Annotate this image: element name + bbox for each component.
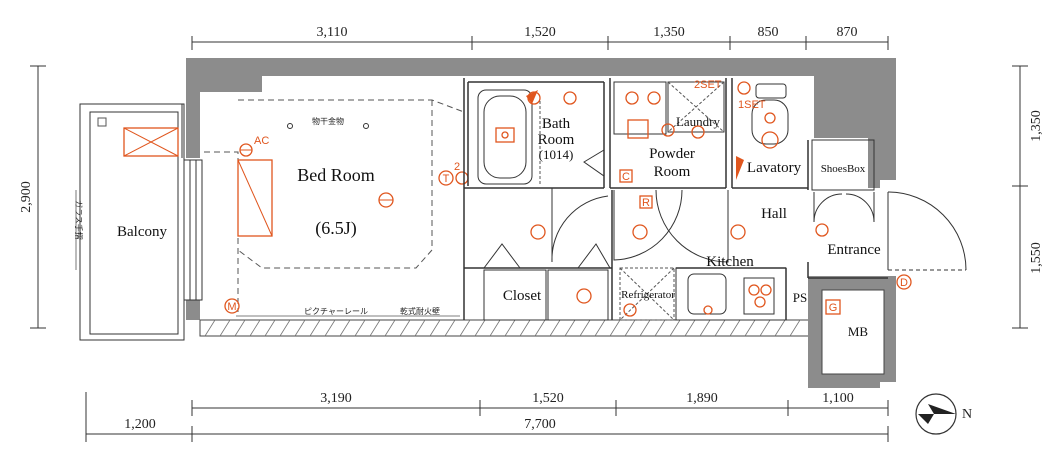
fire-hatch-label: 乾式耐火壁 [400,306,440,316]
ps-mb-area: PS MB G [793,290,869,339]
top-dim-2: 1,520 [524,25,556,40]
refrigerator-area: Refrigerator [619,267,675,321]
bath-label-line2: Room [538,132,575,148]
compass-north-label: N [962,407,972,422]
hall-label: Hall [761,206,787,222]
powder-room-line1: Powder [649,146,695,162]
r-symbol-box [639,195,653,209]
top-dim-5: 870 [837,25,858,40]
outlet-icon [455,171,469,185]
electrical-symbols-bedroom: AC M T 2 [224,135,469,314]
top-dim-1: 3,110 [317,25,348,40]
right-dim-1: 1,350 [1029,110,1044,142]
multimedia-outlet-icon [224,298,240,314]
m-symbol-label: M [227,301,236,313]
t-num-label: 2 [454,161,460,173]
bath-size-label: (1014) [539,147,574,162]
closet-area: Closet [483,188,611,321]
bottom-slab-hatch [204,319,801,337]
laundry-area: Laundry 2SET Powder Room C [613,79,725,183]
g-symbol-box [825,299,841,315]
c-symbol-box [619,169,633,183]
r-symbol-label: R [642,197,650,209]
glass-railing-label: ガラス手摺 [74,200,84,240]
d-symbol-label: D [900,277,908,289]
telephone-outlet-icon [438,170,454,186]
c-symbol-label: C [622,171,630,183]
left-dimension-line: 2,900 [19,65,46,329]
right-dim-2: 1,550 [1029,242,1044,274]
top-dimension-line: 3,110 1,520 1,350 850 870 [191,25,889,50]
entrance-label: Entrance [827,242,881,258]
ps-label: PS [793,290,807,305]
bottom-dim-3: 1,890 [686,391,718,406]
mb-label: MB [848,324,869,339]
powder-room-line2: Room [654,164,691,180]
compass-icon: N [915,393,972,435]
top-dim-3: 1,350 [653,25,685,40]
top-dim-4: 850 [758,25,779,40]
outlet-1set-label: 1SET [738,99,766,111]
hall-area: Hall [655,189,787,263]
t-symbol-label: T [443,173,450,185]
closet-label: Closet [503,288,542,304]
bottom-dim-2: 1,520 [532,391,564,406]
bottom-dim-5: 1,200 [124,417,156,432]
bed-room-size: (6.5J) [315,218,357,239]
shoes-box-label: ShoesBox [821,163,866,175]
bottom-dim-1: 3,190 [320,391,352,406]
laundry-pole-label: 物干金物 [312,116,344,126]
bottom-dim-6: 7,700 [524,417,556,432]
entrance-area: ShoesBox Entrance D [811,139,967,290]
kitchen-label: Kitchen [706,254,754,270]
left-dim: 2,900 [19,181,34,213]
balcony-area: Balcony ガラス手摺 [74,103,185,341]
lavatory-area: 1SET Lavatory [736,81,802,180]
balcony-label: Balcony [117,224,167,240]
lavatory-label: Lavatory [747,160,802,176]
bath-label-line1: Bath [542,116,571,132]
g-symbol-label: G [829,302,838,314]
bed-room-label: Bed Room [297,165,375,185]
bath-room-area: Bath Room (1014) [477,89,605,185]
bottom-dim-4: 1,100 [822,391,854,406]
balcony-sliding-window [183,159,203,301]
laundry-label: Laundry [676,114,721,129]
ac-symbol-label: AC [254,135,269,147]
kitchen-area: Kitchen R [613,189,787,321]
refrigerator-label: Refrigerator [621,289,675,301]
outlet-2set-label: 2SET [694,79,722,91]
walls [186,58,896,388]
bed-room-area: Bed Room (6.5J) 物干金物 ピクチャーレール 乾式耐火壁 [204,99,465,317]
picture-rail-label: ピクチャーレール [304,307,368,316]
right-dimension-line: 1,350 1,550 [1012,65,1044,329]
bottom-dimension-lines: 3,190 1,520 1,890 1,100 1,200 7,700 [85,391,889,442]
